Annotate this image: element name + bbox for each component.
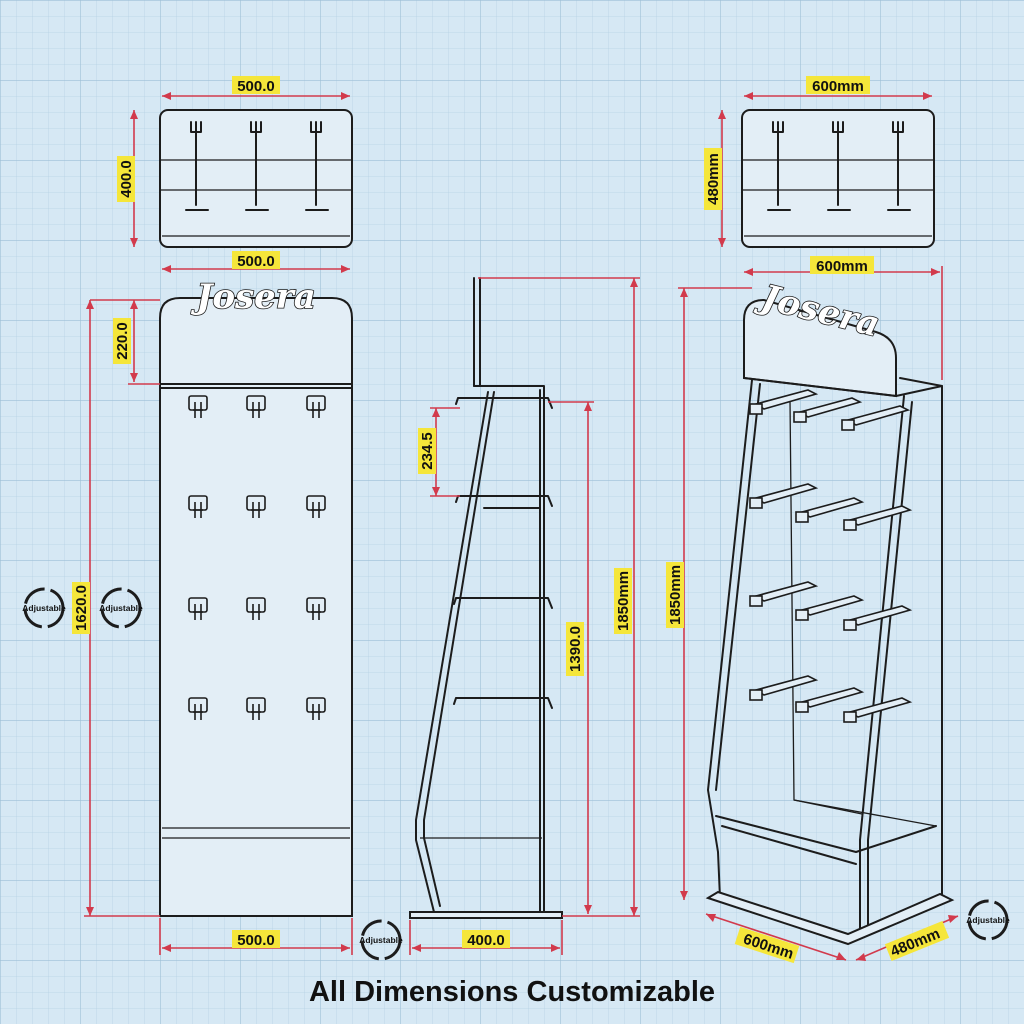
- dim-label: 500.0: [237, 932, 275, 949]
- top-view-iso: 600mm 480mm: [704, 76, 935, 248]
- badge-label: Adjustable: [99, 603, 143, 613]
- dim-label: 234.5: [419, 432, 436, 470]
- front-view: Josera 500.0 220.0 1620.0: [22, 251, 353, 955]
- dim-label: 480mm: [705, 153, 722, 205]
- brand-logo: Josera: [190, 277, 315, 317]
- adjustable-badge-icon: Adjustable: [359, 919, 403, 961]
- dim-label: 400.0: [467, 932, 505, 949]
- dim-label: 1850mm: [615, 571, 632, 631]
- dim-label: 220.0: [114, 322, 131, 360]
- adjustable-badge-icon: Adjustable: [966, 899, 1010, 941]
- dim-label: 1850mm: [667, 565, 684, 625]
- dim-label: 500.0: [237, 253, 275, 270]
- side-view: 234.5 1390.0 1850mm 400.0 Adjustable: [359, 277, 640, 961]
- dim-label: 500.0: [237, 78, 275, 95]
- badge-label: Adjustable: [966, 915, 1010, 925]
- adjustable-badge-icon: Adjustable: [22, 587, 66, 629]
- dim-label: 600mm: [816, 258, 868, 275]
- badge-label: Adjustable: [22, 603, 66, 613]
- dim-label: 1390.0: [567, 626, 584, 672]
- top-view-front: 500.0 400.0: [117, 76, 353, 248]
- dim-label: 600mm: [812, 78, 864, 95]
- footer-caption: All Dimensions Customizable: [308, 976, 716, 1008]
- dim-label: 1620.0: [73, 585, 90, 631]
- badge-label: Adjustable: [359, 935, 403, 945]
- adjustable-badge-icon: Adjustable: [99, 587, 143, 629]
- dim-label: 400.0: [118, 160, 135, 198]
